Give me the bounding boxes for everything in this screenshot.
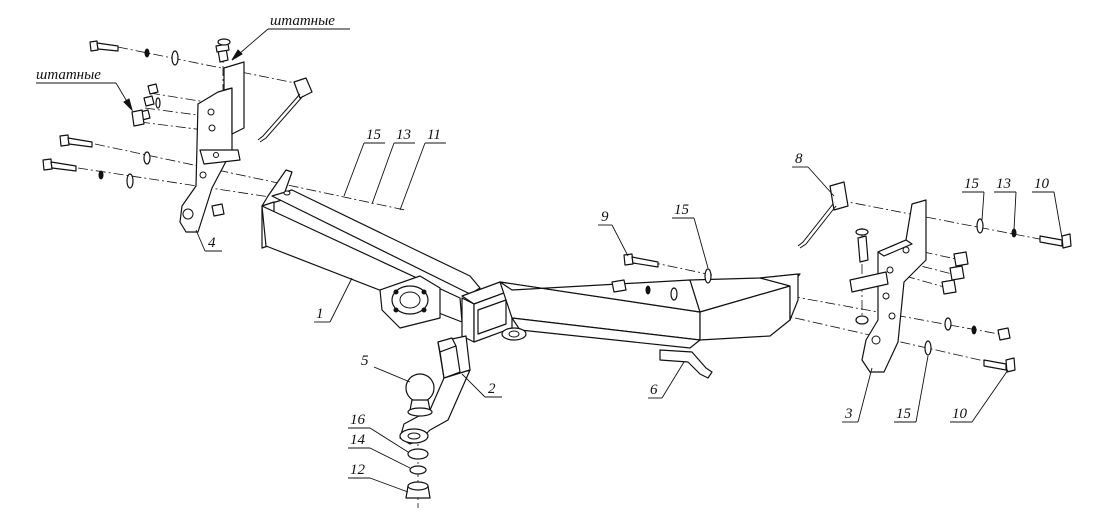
tow-ball xyxy=(405,373,435,417)
ball-mount xyxy=(399,335,471,445)
label-part-15-bottom: 15 xyxy=(896,406,912,422)
left-bracket xyxy=(179,61,245,233)
left-wire-key xyxy=(257,77,313,143)
label-standard-left: штатные xyxy=(36,67,101,83)
label-part-10-bottom: 10 xyxy=(952,406,968,422)
middle-bolt xyxy=(611,253,712,301)
label-part-12: 12 xyxy=(350,462,366,478)
right-bracket xyxy=(849,199,927,373)
right-bracket-fasteners xyxy=(855,218,1072,373)
label-part-4: 4 xyxy=(208,235,216,251)
label-part-3: 3 xyxy=(844,406,853,422)
socket-bracket xyxy=(659,349,713,379)
label-part-15-mid: 15 xyxy=(674,202,690,218)
label-part-13-right: 13 xyxy=(996,176,1011,192)
label-standard-top: штатные xyxy=(270,13,335,29)
label-part-11: 11 xyxy=(427,127,441,143)
label-part-2: 2 xyxy=(488,381,496,397)
label-part-14: 14 xyxy=(350,432,366,448)
label-part-13-left: 13 xyxy=(396,127,411,143)
label-part-8: 8 xyxy=(795,151,803,167)
ball-fasteners xyxy=(405,448,431,499)
left-bracket-bolts xyxy=(42,38,231,217)
label-part-1: 1 xyxy=(316,306,324,322)
leader-lines xyxy=(36,28,1063,493)
label-part-15-left: 15 xyxy=(366,127,382,143)
label-part-6: 6 xyxy=(650,382,658,398)
label-part-9: 9 xyxy=(601,209,609,225)
part-labels: штатные штатные 1 2 3 4 5 6 8 9 10 10 11… xyxy=(36,13,1050,478)
label-part-5: 5 xyxy=(361,353,369,369)
main-beam xyxy=(261,169,801,349)
label-part-16: 16 xyxy=(350,412,366,428)
label-part-15-right: 15 xyxy=(964,176,980,192)
right-wire-key xyxy=(797,181,849,249)
label-part-10-top: 10 xyxy=(1034,176,1050,192)
